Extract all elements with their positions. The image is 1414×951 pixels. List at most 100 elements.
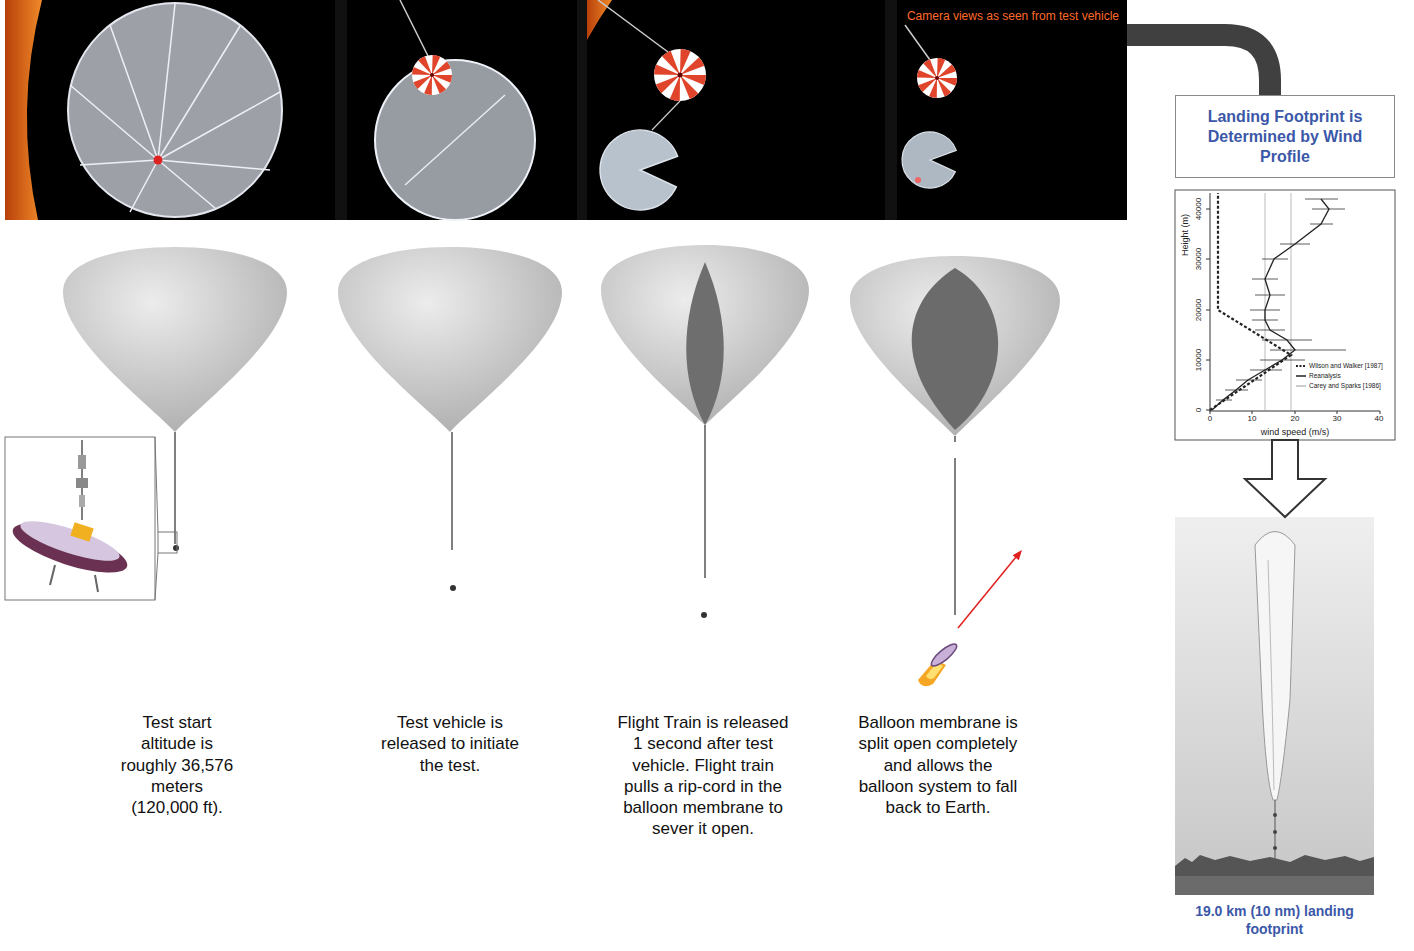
tick-label: 20000 — [1195, 299, 1203, 321]
vehicle-inset — [70, 522, 93, 541]
legend-text: Reanalysis — [1308, 372, 1342, 380]
vehicle-inset — [95, 575, 98, 592]
step-caption: Test start altitude is roughly 36,576 me… — [120, 712, 235, 818]
camera-strip: Camera views as seen from test vehicle — [5, 0, 1127, 220]
camera-frames — [158, 160, 270, 170]
balloon-sequence — [601, 245, 809, 618]
wind-profile-chart — [1296, 375, 1306, 377]
balloon-sequence — [338, 247, 562, 432]
camera-frames — [5, 0, 1127, 220]
balloon-sequence — [338, 247, 562, 591]
photo-panel: 19.0 km (10 nm) landing footprint — [1175, 517, 1374, 895]
wind-profile-chart — [1265, 193, 1266, 410]
landing-photo — [1175, 876, 1374, 895]
camera-frames — [654, 49, 706, 101]
camera-frames — [905, 25, 930, 60]
camera-frames — [154, 156, 163, 165]
wind-profile-chart — [1296, 386, 1306, 387]
camera-frames — [5, 0, 42, 220]
tick-label: 30000 — [1195, 248, 1203, 270]
balloon-sequence — [1013, 550, 1022, 560]
balloon-sequence — [701, 612, 707, 618]
tick-label: 10 — [1248, 415, 1257, 423]
wind-profile-chart — [1296, 365, 1306, 367]
photo-caption: 19.0 km (10 nm) landing footprint — [1165, 903, 1384, 938]
camera-frames — [405, 95, 505, 185]
tick-label: 10000 — [1195, 349, 1203, 371]
vehicle-inset — [5, 437, 155, 600]
balloon-sequence — [704, 425, 706, 578]
landing-photo — [1175, 517, 1374, 895]
axis-title: wind speed (m/s) — [1261, 428, 1330, 438]
balloon-sequence — [601, 245, 809, 425]
camera-frames — [158, 160, 215, 208]
camera-frames — [335, 0, 347, 220]
landing-photo — [1273, 846, 1277, 850]
balloon-sequence — [958, 557, 1016, 628]
camera-frames — [158, 26, 240, 160]
camera-frames — [587, 0, 612, 40]
pipe-connector — [1127, 35, 1270, 95]
legend-text: Carey and Sparks [1986] — [1308, 382, 1382, 390]
camera-frames — [935, 76, 939, 80]
vehicle-inset — [79, 495, 85, 507]
vehicle-inset — [158, 532, 177, 553]
legend-text: Wilson and Walker [1987] — [1308, 362, 1384, 370]
tick-label: 30 — [1333, 415, 1342, 423]
landing-photo — [1175, 517, 1374, 895]
balloon-sequence — [954, 436, 956, 442]
tick-label: 20 — [1291, 415, 1300, 423]
camera-frames — [80, 160, 158, 165]
balloon-sequence — [451, 432, 453, 550]
step-caption: Balloon membrane is split open completel… — [856, 712, 1021, 818]
camera-frames — [885, 0, 897, 220]
wind-profile-chart — [1175, 190, 1395, 440]
balloon-sequence — [912, 268, 998, 430]
balloon-sequence — [850, 256, 1060, 436]
camera-frames — [600, 130, 678, 210]
camera-frames — [577, 0, 587, 220]
balloon-sequence — [686, 262, 724, 425]
camera-frames — [430, 73, 434, 77]
balloon-sequence — [63, 245, 1060, 686]
balloon-sequence — [63, 247, 287, 432]
tick-label: 40000 — [1195, 198, 1203, 220]
camera-frames — [400, 0, 428, 56]
landing-photo — [1255, 532, 1295, 801]
balloon-sequence — [173, 545, 179, 551]
camera-frames — [375, 60, 535, 220]
camera-frames — [412, 55, 452, 95]
balloon-sequence — [929, 641, 960, 669]
camera-frames — [598, 0, 668, 52]
vehicle-inset — [17, 514, 123, 569]
wind-profile-chart — [1210, 193, 1291, 410]
camera-frames — [110, 25, 158, 160]
camera-frames — [915, 177, 921, 183]
landing-photo — [1268, 560, 1274, 790]
camera-frames — [5, 0, 1127, 220]
landing-photo — [1273, 830, 1277, 834]
camera-frames — [422, 65, 442, 85]
camera-frames — [902, 132, 956, 188]
process-box: Landing Footprint is Determined by Wind … — [1175, 95, 1395, 178]
camera-frames — [667, 62, 693, 88]
vehicle-inset — [155, 437, 158, 532]
vehicle-inset — [76, 478, 88, 488]
camera-frames — [130, 160, 158, 212]
camera-frames — [927, 68, 947, 88]
balloon-sequence — [174, 432, 176, 544]
frame-caption: Camera views as seen from test vehicle — [907, 9, 1119, 23]
camera-frames — [68, 3, 282, 217]
step-caption: Test vehicle is released to initiate the… — [380, 712, 520, 776]
tick-label: 0 — [1208, 415, 1212, 423]
tick-label: 0 — [1195, 408, 1203, 412]
chart-panel: Height (m)wind speed (m/s) — [1175, 190, 1395, 440]
balloon-sequence — [450, 585, 456, 591]
tick-label: 40 — [1375, 415, 1384, 423]
landing-photo — [1273, 813, 1277, 817]
camera-frames — [652, 101, 680, 130]
vehicle-inset — [78, 455, 86, 469]
vehicle-inset — [155, 553, 158, 600]
wind-profile-chart — [1210, 193, 1211, 411]
